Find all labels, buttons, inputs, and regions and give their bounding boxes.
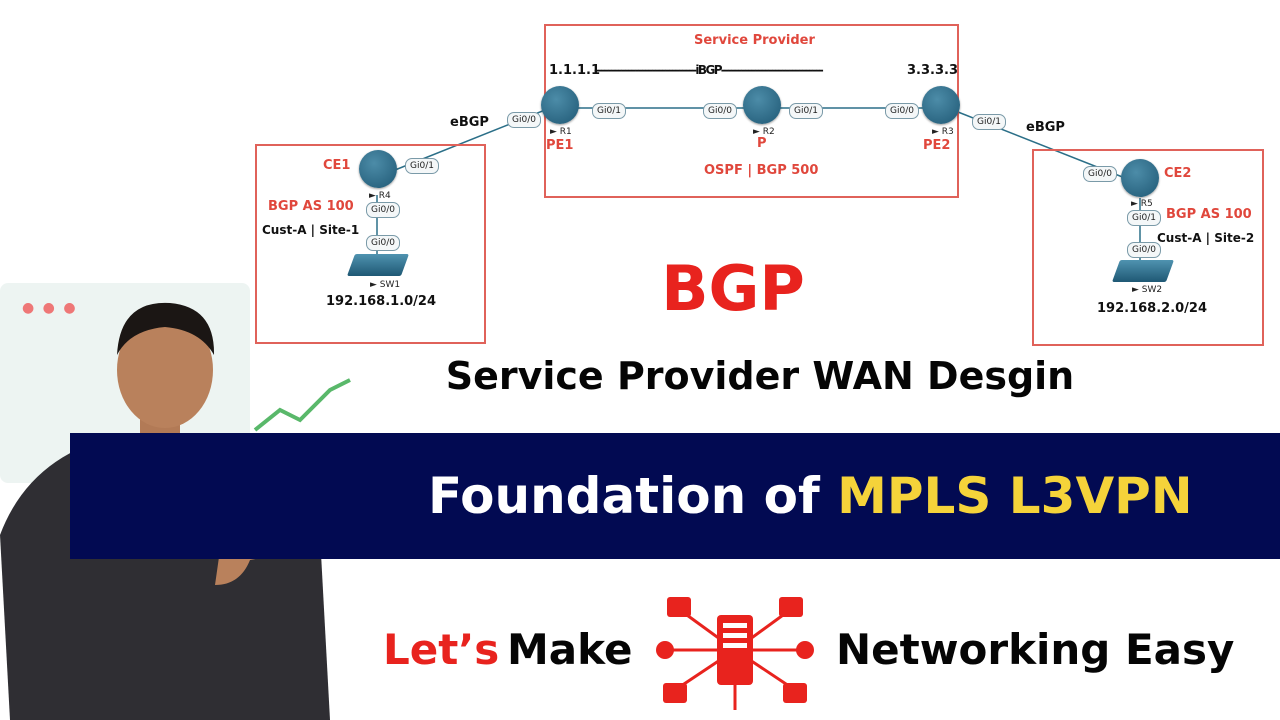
- site2-name: Cust-A | Site-2: [1157, 231, 1255, 245]
- site1-box: [255, 144, 486, 344]
- network-server-icon: [656, 597, 814, 710]
- port-sw1-gi00: Gi0/0: [366, 235, 400, 251]
- banner-part1: Foundation of: [428, 467, 838, 525]
- port-r5-gi00: Gi0/0: [1083, 166, 1117, 182]
- ebgp-right-label: eBGP: [1026, 120, 1065, 135]
- site1-as: BGP AS 100: [268, 199, 354, 214]
- router-r5-label: ► R5: [1131, 199, 1153, 209]
- window-dots-icon: ● ● ●: [22, 300, 78, 316]
- tagline-make: Make: [507, 625, 633, 674]
- port-r2-gi00: Gi0/0: [703, 103, 737, 119]
- port-r1-gi00: Gi0/0: [507, 112, 541, 128]
- port-r4-gi01: Gi0/1: [405, 158, 439, 174]
- ebgp-left-label: eBGP: [450, 115, 489, 130]
- router-r5-icon: [1121, 159, 1159, 197]
- router-r4-role: CE1: [323, 158, 351, 173]
- switch-sw2-label: ► SW2: [1132, 285, 1163, 295]
- tagline-lets: Let’s: [383, 625, 500, 674]
- service-provider-label: Service Provider: [694, 33, 815, 48]
- router-r2-role: P: [757, 136, 767, 151]
- router-r4-label: ► R4: [369, 191, 391, 201]
- port-r1-gi01: Gi0/1: [592, 103, 626, 119]
- switch-sw2-icon: [1111, 260, 1175, 282]
- router-r3-role: PE2: [923, 138, 951, 153]
- port-r5-gi01: Gi0/1: [1127, 210, 1161, 226]
- banner-part2: MPLS L3VPN: [837, 467, 1193, 525]
- site2-as: BGP AS 100: [1166, 207, 1252, 222]
- main-title: BGP: [661, 252, 805, 325]
- site2-box: [1032, 149, 1264, 346]
- port-r2-gi01: Gi0/1: [789, 103, 823, 119]
- router-r5-role: CE2: [1164, 166, 1192, 181]
- ibgp-line: ------------------------------iBGP------…: [594, 63, 824, 77]
- site1-name: Cust-A | Site-1: [262, 223, 360, 237]
- switch-sw1-label: ► SW1: [370, 280, 401, 290]
- banner-text: Foundation of MPLS L3VPN: [428, 467, 1193, 525]
- router-r2-icon: [743, 86, 781, 124]
- tagline-networking: Networking Easy: [836, 625, 1235, 674]
- site2-subnet: 192.168.2.0/24: [1097, 301, 1208, 316]
- router-r3-icon: [922, 86, 960, 124]
- switch-sw1-icon: [346, 254, 410, 276]
- ip-r1: 1.1.1.1: [549, 63, 600, 78]
- router-r3-label: ► R3: [932, 127, 954, 137]
- router-r1-role: PE1: [546, 138, 574, 153]
- router-r4-icon: [359, 150, 397, 188]
- router-r1-icon: [541, 86, 579, 124]
- subtitle: Service Provider WAN Desgin: [445, 354, 1075, 398]
- port-r3-gi00: Gi0/0: [885, 103, 919, 119]
- sp-protocols: OSPF | BGP 500: [704, 163, 819, 178]
- port-r3-gi01: Gi0/1: [972, 114, 1006, 130]
- chart-trend-icon: [253, 378, 351, 432]
- port-sw2-gi00: Gi0/0: [1127, 242, 1161, 258]
- router-r2-label: ► R2: [753, 127, 775, 137]
- banner: Foundation of MPLS L3VPN: [70, 433, 1280, 559]
- router-r1-label: ► R1: [550, 127, 572, 137]
- ip-r3: 3.3.3.3: [907, 63, 958, 78]
- port-r4-gi00: Gi0/0: [366, 202, 400, 218]
- site1-subnet: 192.168.1.0/24: [326, 294, 437, 309]
